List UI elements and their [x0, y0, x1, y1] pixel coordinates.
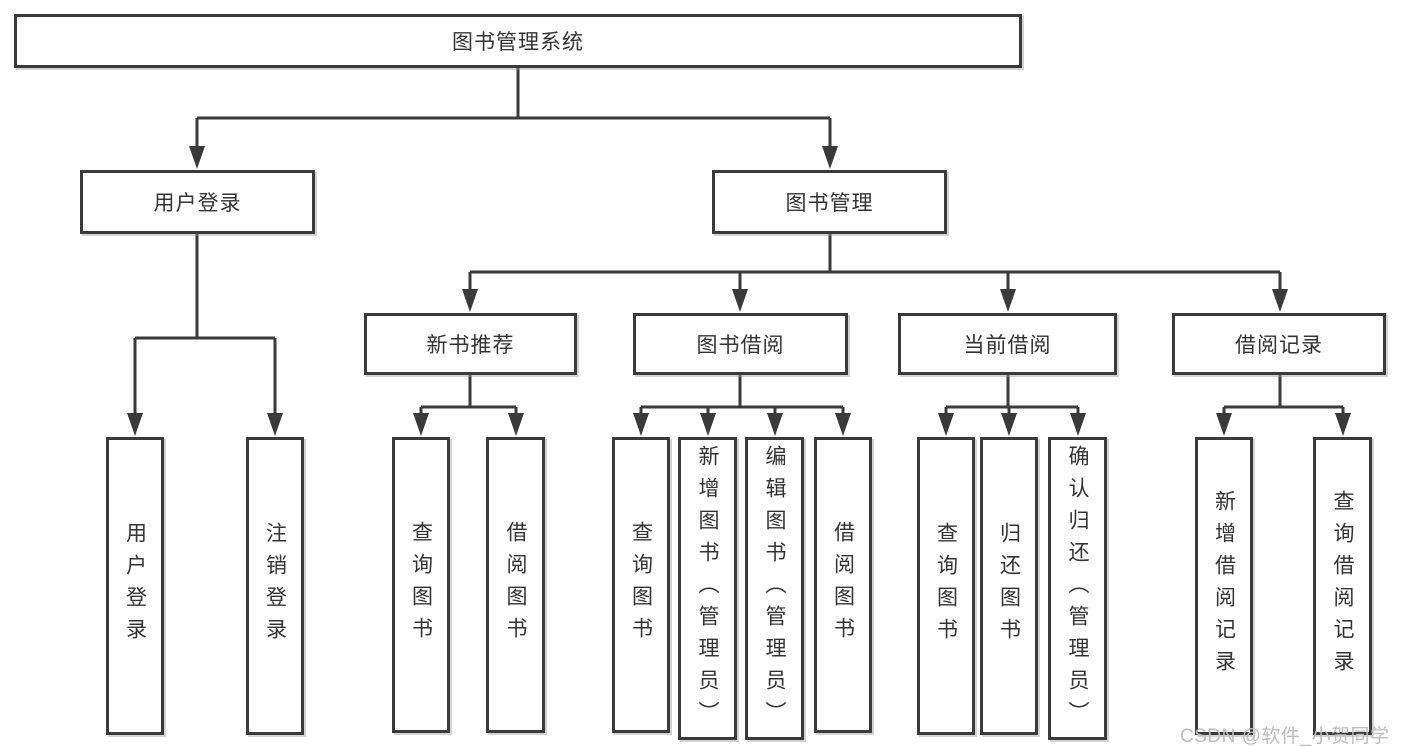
leaf-borrow-books-recommend: 借阅图书	[486, 437, 545, 733]
node-label: 用户登录	[123, 522, 147, 650]
leaf-confirm-return-admin: 确认归还（管理员）	[1048, 437, 1107, 740]
node-label: 图书管理系统	[452, 31, 584, 54]
node-label: 查询借阅记录	[1331, 490, 1354, 682]
leaf-borrow-books-borrow: 借阅图书	[814, 437, 872, 733]
csdn-watermark: CSDN @软件_小贺同学	[1180, 726, 1390, 747]
leaf-add-book-admin: 新增图书（管理员）	[678, 437, 737, 740]
node-book-management-branch: 图书管理	[712, 170, 947, 234]
node-current-borrowing: 当前借阅	[898, 313, 1117, 375]
connector-bookborrow-to-children	[639, 375, 845, 417]
leaf-query-books-current: 查询图书	[917, 437, 975, 735]
node-borrowing-records: 借阅记录	[1172, 313, 1386, 375]
node-label: 用户登录	[153, 192, 242, 215]
node-label: 新增图书（管理员）	[696, 444, 719, 733]
node-label: 图书管理	[785, 192, 874, 215]
node-label: 借阅记录	[1235, 334, 1323, 357]
node-label: 借阅图书	[504, 521, 527, 649]
connector-bookmgmt-to-level3	[468, 234, 1282, 293]
node-label: 当前借阅	[963, 334, 1052, 357]
node-label: 新增借阅记录	[1212, 490, 1236, 682]
node-label: 图书借阅	[696, 334, 785, 357]
node-label: 确认归还（管理员）	[1066, 444, 1089, 733]
connector-currentborrow-to-children	[944, 375, 1080, 417]
connector-userlogin-to-children	[133, 234, 277, 417]
node-library-management-system: 图书管理系统	[14, 14, 1022, 68]
node-label: 归还图书	[997, 522, 1021, 650]
leaf-user-login: 用户登录	[106, 437, 164, 735]
node-book-borrowing: 图书借阅	[633, 313, 848, 375]
node-label: 借阅图书	[831, 521, 855, 649]
node-label: 查询图书	[934, 522, 958, 650]
leaf-query-borrow-record: 查询借阅记录	[1313, 437, 1372, 735]
node-new-book-recommendation: 新书推荐	[364, 313, 577, 375]
connector-root-to-level2	[195, 68, 832, 150]
leaf-logout: 注销登录	[246, 437, 304, 735]
leaf-edit-book-admin: 编辑图书（管理员）	[745, 437, 804, 740]
node-label: 查询图书	[629, 521, 653, 649]
connector-newbook-to-children	[419, 375, 518, 417]
leaf-add-borrow-record: 新增借阅记录	[1195, 437, 1253, 735]
connector-borrowrecords-to-children	[1222, 375, 1345, 417]
node-user-login-branch: 用户登录	[80, 170, 315, 234]
node-label: 编辑图书（管理员）	[763, 444, 786, 733]
node-label: 查询图书	[409, 521, 433, 649]
node-label: 新书推荐	[426, 334, 515, 357]
node-label: 注销登录	[263, 522, 287, 650]
leaf-query-books-recommend: 查询图书	[392, 437, 450, 733]
leaf-return-book: 归还图书	[980, 437, 1038, 735]
leaf-query-books-borrow: 查询图书	[612, 437, 670, 733]
